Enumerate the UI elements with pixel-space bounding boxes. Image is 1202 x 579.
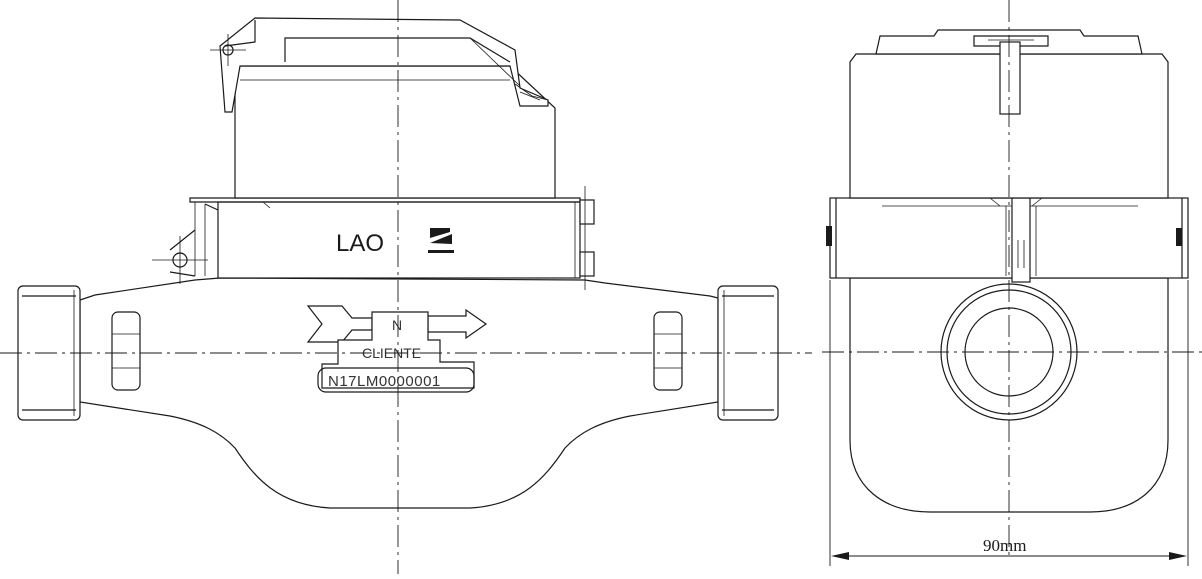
register-lid — [219, 17, 549, 113]
wrench-flat-right — [653, 311, 683, 391]
seal-strip — [1011, 197, 1031, 283]
serial-number: N17LM0000001 — [328, 373, 441, 390]
flow-arrow-head — [427, 308, 488, 340]
flow-label: N — [392, 317, 402, 333]
meter-body — [79, 277, 719, 509]
side-view: LAO N CLIENTE N17LM0000001 — [0, 0, 812, 574]
register-housing — [234, 65, 556, 199]
width-dimension-label: 90mm — [983, 536, 1026, 555]
wrench-flat-left — [111, 311, 141, 391]
brand-label: LAO — [336, 230, 384, 257]
flow-arrow-tail — [306, 305, 373, 343]
housing-collar — [217, 201, 581, 279]
inmetro-logo — [428, 228, 454, 253]
end-view: 90mm — [822, 0, 1202, 566]
